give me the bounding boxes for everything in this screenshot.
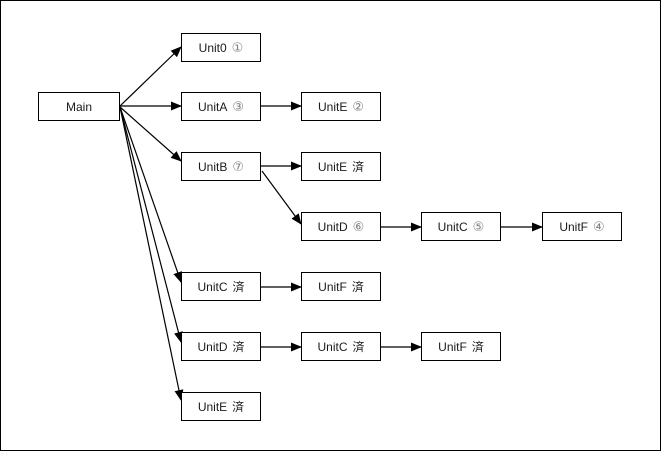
edge-main-to-unitC-done-1 <box>119 106 182 283</box>
node-unitB-7: UnitB ⑦ <box>181 152 261 181</box>
node-unitF-done-2: UnitF 済 <box>421 332 501 361</box>
order-number-badge: ① <box>231 40 244 55</box>
done-badge: 済 <box>352 159 365 174</box>
node-unitD-6: UnitD ⑥ <box>301 212 381 241</box>
node-label: UnitA <box>198 99 228 114</box>
edge-main-to-unit0-1 <box>119 46 182 107</box>
node-unitE-done-1: UnitE 済 <box>301 152 381 181</box>
edge-main-to-unitE-done-2 <box>119 106 184 401</box>
node-label: UnitF <box>559 219 588 234</box>
done-badge: 済 <box>232 339 245 354</box>
node-label: UnitD <box>317 219 348 234</box>
node-unitC-done-2: UnitC 済 <box>301 332 381 361</box>
edge-main-to-unitD-done <box>119 106 183 343</box>
order-number-badge: ④ <box>593 219 605 234</box>
node-unitE-done-2: UnitE 済 <box>181 392 261 421</box>
node-label: Unit0 <box>198 40 227 55</box>
done-badge: 済 <box>352 339 365 354</box>
node-unitC-5: UnitC ⑤ <box>421 212 501 241</box>
edge-main-to-unitB-7 <box>119 106 182 162</box>
node-label: UnitF <box>438 339 467 354</box>
edge-unitB-7-to-unitD-6 <box>261 170 302 225</box>
node-label: UnitC <box>197 279 228 294</box>
node-label: Main <box>65 99 92 114</box>
done-badge: 済 <box>471 339 484 354</box>
order-number-badge: ③ <box>232 99 244 114</box>
node-label: UnitD <box>197 339 228 354</box>
node-label: UnitB <box>198 159 228 174</box>
node-unitD-done: UnitD 済 <box>181 332 261 361</box>
order-number-badge: ⑤ <box>472 219 485 234</box>
done-badge: 済 <box>232 399 245 414</box>
node-unitF-done-1: UnitF 済 <box>301 272 381 301</box>
node-main: Main <box>38 92 120 121</box>
node-unitC-done-1: UnitC 済 <box>181 272 261 301</box>
node-unitF-4: UnitF ④ <box>542 212 622 241</box>
node-label: UnitC <box>437 219 468 234</box>
node-label: UnitE <box>318 99 348 114</box>
node-label: UnitC <box>317 339 348 354</box>
node-label: UnitF <box>318 279 347 294</box>
node-unitE-2: UnitE ② <box>301 92 381 121</box>
done-badge: 済 <box>232 279 245 294</box>
node-unitA-3: UnitA ③ <box>181 92 261 121</box>
order-number-badge: ⑥ <box>352 219 365 234</box>
node-unit0-1: Unit0 ① <box>181 33 261 62</box>
order-number-badge: ⑦ <box>232 159 244 174</box>
node-label: UnitE <box>317 159 348 174</box>
node-label: UnitE <box>197 399 228 414</box>
done-badge: 済 <box>351 279 364 294</box>
order-number-badge: ② <box>352 99 364 114</box>
